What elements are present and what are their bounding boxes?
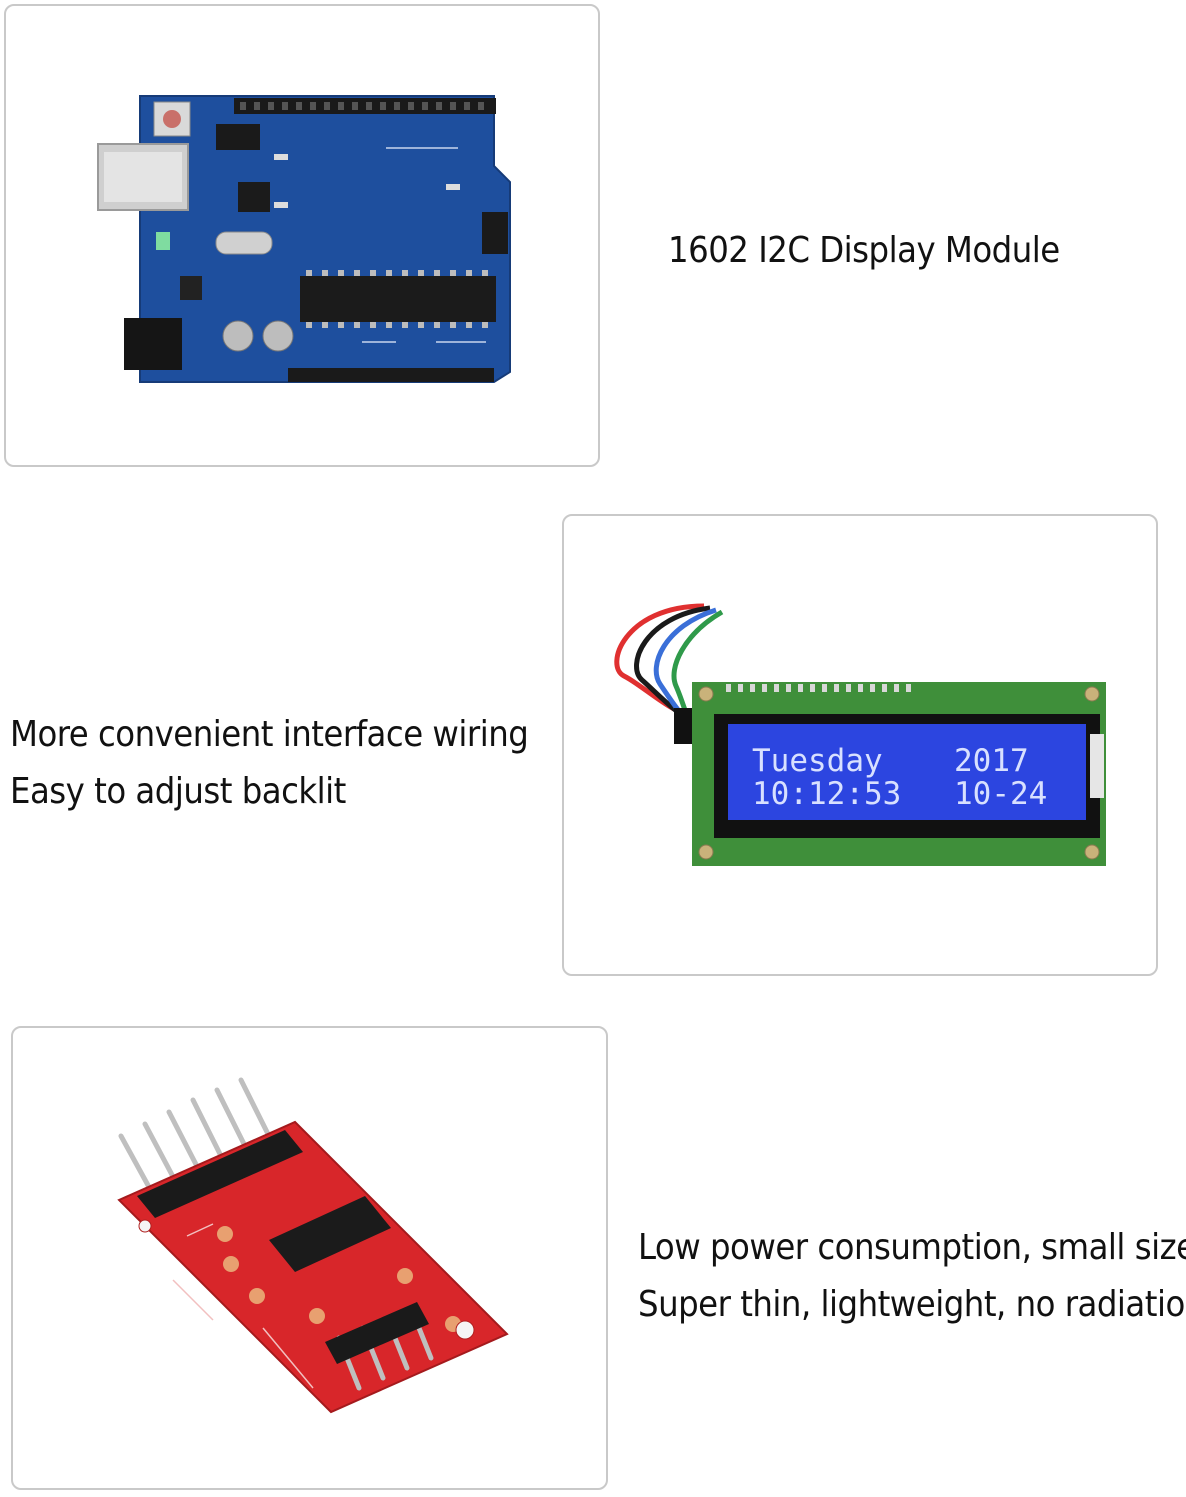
- caption-line: Easy to adjust backlit: [10, 771, 346, 812]
- lcd-text-row2-right: 10-24: [954, 776, 1047, 812]
- lcd-text-row1-left: Tuesday: [752, 743, 883, 779]
- caption-line: Super thin, lightweight, no radiation: [638, 1284, 1186, 1325]
- lcd-text-row1-right: 2017: [954, 743, 1029, 779]
- caption-display-module: 1602 I2C Display Module: [668, 222, 1060, 279]
- caption-power: Low power consumption, small size Super …: [638, 1219, 1186, 1333]
- caption-line: 1602 I2C Display Module: [668, 230, 1060, 271]
- arduino-board-image: [97, 95, 511, 383]
- hx711-photo-frame: [11, 1026, 608, 1490]
- arduino-photo-frame: [4, 4, 600, 467]
- lcd-photo-frame: Tuesday 2017 10:12:53 10-24: [562, 514, 1158, 976]
- lcd-text-row2-left: 10:12:53: [752, 776, 901, 812]
- caption-line: More convenient interface wiring: [10, 714, 529, 755]
- caption-wiring: More convenient interface wiring Easy to…: [10, 706, 529, 820]
- caption-line: Low power consumption, small size: [638, 1227, 1186, 1268]
- lcd-module-image: Tuesday 2017 10:12:53 10-24: [614, 603, 1106, 866]
- hx711-board-image: [117, 1077, 509, 1414]
